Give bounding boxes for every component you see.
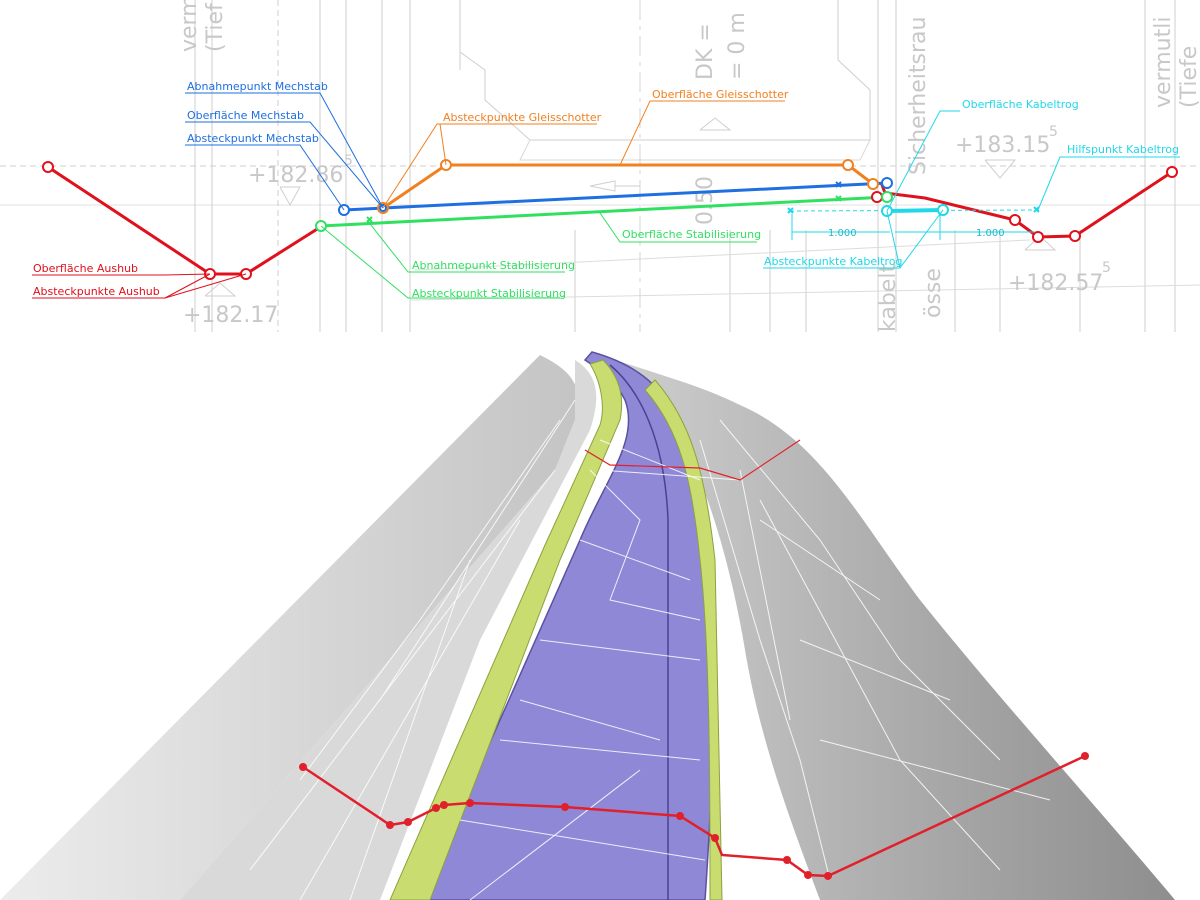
label-absteckpunkte-kabeltrog: Absteckpunkte Kabeltrog (764, 255, 902, 268)
gleisschotter-line (382, 163, 874, 210)
label-hilfspunkt-kabeltrog: Hilfspunkt Kabeltrog (1067, 143, 1179, 156)
label-absteckpunkt-mechstab: Absteckpunkt Mechstab (187, 132, 319, 145)
vertical-text-groesse: össe (921, 268, 946, 318)
section-point (299, 763, 307, 771)
section-point (432, 804, 440, 812)
aushub-point (1032, 231, 1044, 243)
section-point (404, 818, 412, 826)
section-point (1081, 752, 1089, 760)
elevation-superscript-2: 5 (1049, 124, 1058, 140)
vertical-text-kabeltrog: kabelt (876, 264, 901, 332)
section-line-far (584, 439, 801, 481)
mechstab-points (338, 177, 893, 216)
gleisschotter-point (842, 159, 854, 171)
cross-marker (835, 195, 842, 202)
mechstab-line (343, 181, 888, 212)
stabilisierung-line (320, 195, 888, 228)
label-absteckpunkte-aushub: Absteckpunkte Aushub (33, 285, 160, 298)
leader-lines (32, 92, 1180, 299)
terrain-right-slope (610, 358, 1175, 900)
label-abnahmepunkt-mechstab: Abnahmepunkt Mechstab (187, 80, 328, 93)
vertical-text-vermutlich: vermutli (1151, 17, 1176, 108)
label-oberflaeche-gleisschotter: Oberfläche Gleisschotter (652, 88, 789, 101)
section-line-near (302, 754, 1086, 878)
dimension-lines (791, 214, 1035, 240)
label-oberflaeche-kabeltrog: Oberfläche Kabeltrog (962, 98, 1079, 111)
cross-marker (1033, 206, 1040, 213)
label-oberflaeche-aushub: Oberfläche Aushub (33, 262, 138, 275)
section-point (561, 803, 569, 811)
label-oberflaeche-mechstab: Oberfläche Mechstab (187, 109, 304, 122)
aushub-point (871, 191, 883, 203)
elevation-superscript-4: 5 (1102, 260, 1111, 276)
track-centerline (609, 364, 669, 900)
elevation-text-2: +183.15 (955, 133, 1050, 158)
section-point (466, 799, 474, 807)
section-point (824, 872, 832, 880)
elevation-text-1: +182.86 (248, 163, 343, 188)
vertical-text-verm: verm (177, 0, 202, 52)
vertical-text-tiefe: (Tiefe (1177, 46, 1200, 108)
label-absteckpunkt-stabilisierung: Absteckpunkt Stabilisierung (412, 287, 566, 300)
section-point (711, 834, 719, 842)
aushub-point (42, 161, 54, 173)
elevation-text-4: +182.57 (1008, 271, 1103, 296)
section-point (783, 856, 791, 864)
cross-marker (787, 207, 794, 214)
section-point (386, 821, 394, 829)
label-abnahmepunkt-stabilisierung: Abnahmepunkt Stabilisierung (412, 259, 575, 272)
terrain-left-slope (0, 355, 579, 900)
stabilisierung-point (881, 191, 893, 203)
aushub-point (1166, 166, 1178, 178)
section-points (299, 752, 1089, 880)
gleisschotter-point (867, 178, 879, 190)
vertical-text-tief: (Tief (203, 2, 228, 52)
vertical-text-0m: = 0 m (725, 12, 750, 80)
vertical-text-dk: DK = (693, 23, 718, 80)
vertical-text-sicherheitsraum: Sicherheitsrau (906, 17, 931, 175)
mechstab-point (881, 177, 893, 189)
dimension-label-1: 1.000 (828, 228, 857, 239)
dimension-label-2: 1.000 (976, 228, 1005, 239)
section-point (440, 801, 448, 809)
aushub-points (42, 161, 1178, 280)
section-point (676, 812, 684, 820)
shoulder-left (389, 359, 623, 900)
label-oberflaeche-stabilisierung: Oberfläche Stabilisierung (622, 228, 761, 241)
elevation-superscript-1: 5 (344, 153, 353, 169)
section-point (804, 871, 812, 879)
aushub-point (1069, 230, 1081, 242)
corridor-3d-model (0, 351, 1175, 900)
cross-marker (835, 181, 842, 188)
aushub-line (47, 165, 1173, 276)
elevation-text-3: +182.17 (183, 303, 278, 328)
cross-section-drawing: +182.86 5 +183.15 5 +182.17 +182.57 5 ve… (0, 0, 1200, 332)
label-absteckpunkte-gleisschotter: Absteckpunkte Gleisschotter (443, 111, 602, 124)
aushub-point (1009, 214, 1021, 226)
vertical-text-050: 0.50 (693, 176, 718, 225)
